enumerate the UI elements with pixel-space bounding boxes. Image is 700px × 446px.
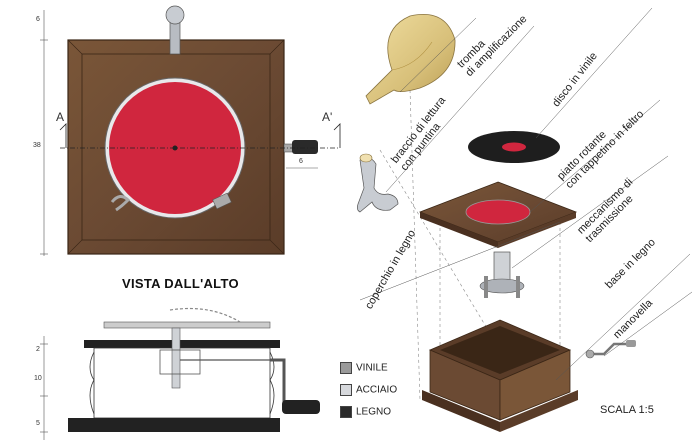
- scale-label: SCALA 1:5: [600, 404, 654, 416]
- tonearm: [356, 157, 399, 213]
- spindle-shaft: [171, 327, 181, 389]
- top-view: [40, 5, 341, 256]
- exploded-view: [356, 7, 693, 432]
- legend-swatch: [340, 384, 352, 396]
- gear-box: [159, 349, 201, 375]
- top-view-title: VISTA DALL'ALTO: [122, 276, 239, 291]
- side-view: [40, 307, 320, 440]
- legend-vinyl: VINILE: [340, 362, 388, 374]
- dim-crank: 6: [299, 158, 303, 165]
- legend-swatch: [340, 362, 352, 374]
- dim-side-c: 5: [36, 420, 40, 427]
- crank-handle-side: [282, 400, 320, 414]
- tonearm-head: [165, 5, 185, 25]
- lid-edge: [84, 340, 280, 348]
- base-side: [68, 418, 280, 432]
- dim-side-a: 2: [36, 346, 40, 353]
- dim-height: 38: [33, 142, 41, 149]
- horn: [365, 14, 456, 105]
- brake-lever: [110, 195, 131, 212]
- legend-steel: ACCIAIO: [340, 384, 397, 396]
- latch: [212, 192, 232, 210]
- crank-arm-side: [270, 358, 286, 404]
- section-label-left: A: [56, 110, 65, 124]
- platter-exploded: [465, 199, 531, 225]
- base-box-right: [499, 349, 571, 421]
- crank: [586, 342, 628, 356]
- legend-swatch: [340, 406, 352, 418]
- crank-handle-top: [292, 140, 318, 154]
- section-label-right: A': [322, 110, 333, 124]
- platter-side: [103, 321, 271, 329]
- legend-wood: LEGNO: [340, 406, 391, 418]
- dim-side-b: 10: [34, 375, 42, 382]
- dim-top: 6: [36, 16, 40, 23]
- cabinet-section: [93, 347, 271, 419]
- tonearm-base: [169, 19, 181, 55]
